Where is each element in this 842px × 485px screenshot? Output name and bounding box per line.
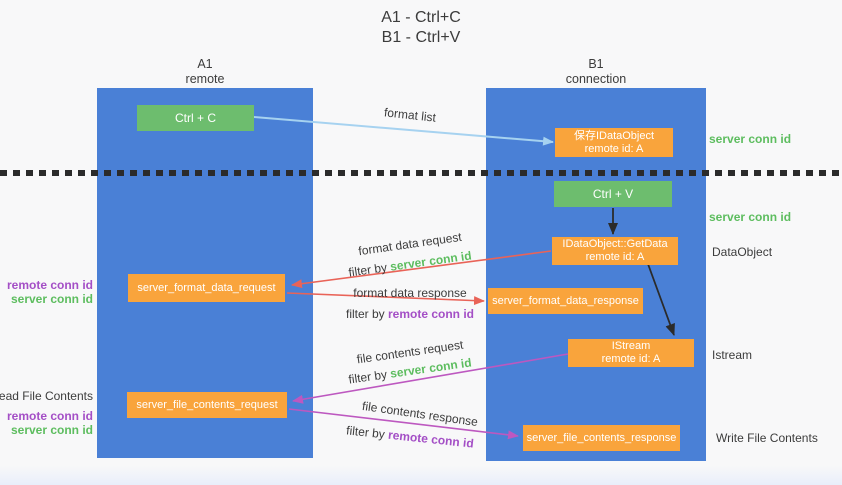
- column-header-a1: A1 remote: [97, 57, 313, 87]
- save-idataobject-box: 保存IDataObject remote id: A: [555, 128, 673, 157]
- right-server-conn-id-top: server conn id: [709, 132, 792, 146]
- server-format-data-request-box: server_format_data_request: [128, 274, 285, 302]
- server-file-contents-request-label: server_file_contents_request: [136, 398, 278, 411]
- left-remote-conn-id-bottom: remote conn id: [6, 409, 93, 423]
- istream-line1: IStream: [611, 340, 651, 352]
- server-file-contents-response-box: server_file_contents_response: [523, 425, 680, 451]
- ctrl-v-label: Ctrl + V: [592, 187, 634, 201]
- left-conn-id-block-top: remote conn id server conn id: [7, 278, 93, 306]
- server-file-contents-response-label: server_file_contents_response: [526, 431, 677, 444]
- ctrl-c-box: Ctrl + C: [137, 105, 254, 131]
- title-line-a1: A1 - Ctrl+C: [381, 9, 461, 26]
- save-idataobject-line1: 保存IDataObject: [573, 129, 655, 142]
- column-b1-id: B1: [588, 57, 604, 71]
- left-server-conn-id-bottom: server conn id: [10, 423, 93, 437]
- write-file-contents-label: Write File Contents: [716, 431, 818, 445]
- format-data-response-label: format data response: [353, 286, 467, 300]
- server-file-contents-request-box: server_file_contents_request: [127, 392, 287, 418]
- left-conn-id-block-bottom: remote conn id server conn id: [7, 409, 93, 437]
- ctrl-v-box: Ctrl + V: [554, 181, 672, 207]
- server-format-data-response-box: server_format_data_response: [488, 288, 643, 314]
- filter-by-text-3: filter by: [347, 366, 392, 387]
- column-a1-id: A1: [197, 57, 213, 71]
- save-idataobject-remote-id: remote id: A: [584, 142, 644, 155]
- server-format-data-request-label: server_format_data_request: [137, 281, 276, 294]
- dataobject-label: DataObject: [712, 245, 773, 259]
- ctrl-c-label: Ctrl + C: [174, 111, 216, 125]
- diagram-title: A1 - Ctrl+C B1 - Ctrl+V: [0, 8, 842, 48]
- istream-box: IStream remote id: A: [568, 339, 694, 367]
- server-format-data-response-label: server_format_data_response: [492, 294, 639, 307]
- istream-side-label: Istream: [712, 348, 753, 362]
- read-file-contents-label: Read File Contents: [0, 389, 93, 403]
- column-b1-role: connection: [565, 72, 627, 86]
- right-server-conn-id-mid: server conn id: [709, 210, 792, 224]
- filter-by-text-2: filter by: [345, 307, 388, 321]
- getdata-line1: IDataObject::GetData: [562, 238, 668, 250]
- istream-remote-id: remote id: A: [601, 353, 661, 365]
- column-a1-role: remote: [185, 72, 225, 86]
- left-server-conn-id-top: server conn id: [10, 292, 93, 306]
- left-remote-conn-id-top: remote conn id: [6, 278, 93, 292]
- format-list-label: format list: [383, 105, 437, 125]
- remote-conn-id-text-2: remote conn id: [387, 427, 475, 451]
- getdata-remote-id: remote id: A: [585, 251, 645, 263]
- copy-paste-divider-dashed-line: [0, 170, 842, 176]
- column-header-b1: B1 connection: [486, 57, 706, 87]
- filter-by-text-1: filter by: [347, 259, 392, 280]
- filter-by-remote-conn-id-label-1: filter by remote conn id: [330, 307, 490, 321]
- title-line-b1: B1 - Ctrl+V: [381, 29, 461, 46]
- remote-conn-id-text-1: remote conn id: [388, 307, 475, 321]
- filter-by-text-4: filter by: [345, 423, 389, 442]
- idataobject-getdata-box: IDataObject::GetData remote id: A: [552, 237, 678, 265]
